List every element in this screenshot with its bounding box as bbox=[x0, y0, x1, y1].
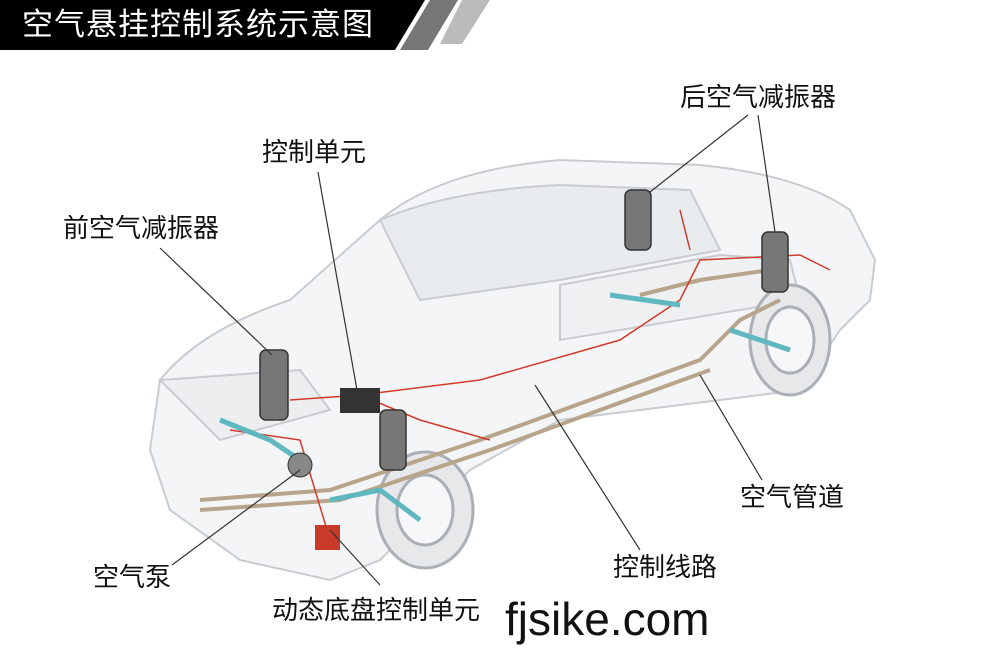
chassis-control-unit-box bbox=[315, 525, 340, 550]
label-control-wiring: 控制线路 bbox=[613, 553, 718, 583]
label-air-pump: 空气泵 bbox=[93, 563, 172, 593]
label-air-line: 空气管道 bbox=[740, 483, 845, 513]
watermark: fjsike.com bbox=[505, 593, 710, 645]
suspension-arms bbox=[219, 292, 791, 522]
air-pump-shape bbox=[287, 452, 313, 478]
leader-lines bbox=[159, 114, 776, 586]
control-wiring bbox=[229, 209, 831, 541]
diagram-title: 空气悬挂控制系统示意图 bbox=[22, 7, 374, 43]
label-dynamic-chassis-control-unit: 动态底盘控制单元 bbox=[272, 596, 481, 626]
air-shocks bbox=[259, 189, 789, 471]
control-unit-box bbox=[340, 388, 380, 413]
air-lines bbox=[199, 268, 781, 512]
title-banner bbox=[0, 0, 490, 50]
label-rear-air-shock: 后空气减振器 bbox=[680, 83, 837, 113]
label-control-unit: 控制单元 bbox=[262, 138, 367, 168]
label-front-air-shock: 前空气减振器 bbox=[63, 214, 220, 244]
